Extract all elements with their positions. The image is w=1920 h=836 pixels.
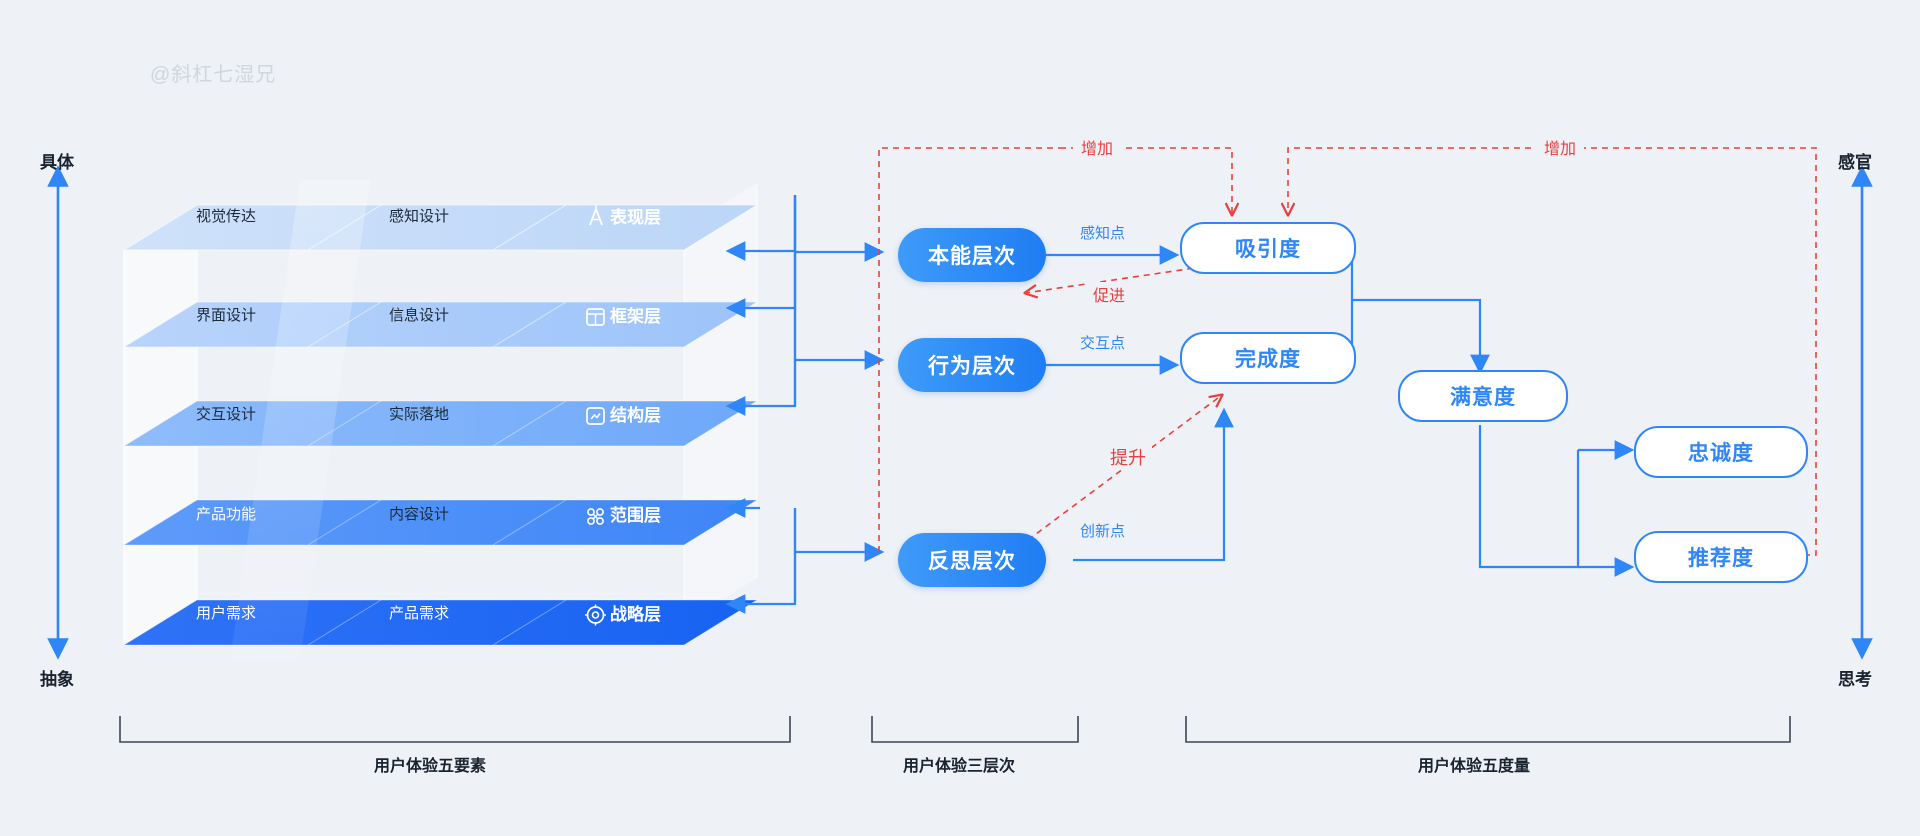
pill-instinct-level[interactable]: 本能层次: [898, 228, 1046, 282]
layer-2-col-2: 信息设计: [389, 307, 450, 324]
axis-label-right-bottom: 思考: [1838, 670, 1872, 689]
annotation-increase-right: 增加: [1536, 135, 1585, 159]
axis-label-left-top: 具体: [40, 153, 74, 172]
annotation-promote: 促进: [1087, 282, 1132, 306]
annotation-improve: 提升: [1104, 444, 1152, 470]
point-label-innovation: 创新点: [1080, 523, 1126, 540]
axis-label-left-bottom: 抽象: [40, 670, 74, 689]
layer-4-col-1: 产品功能: [196, 506, 257, 523]
layer-1-col-2: 感知设计: [389, 208, 450, 225]
layer-5-col-1: 用户需求: [196, 605, 257, 622]
structure-icon: [586, 407, 605, 425]
target-icon: [585, 604, 606, 626]
typography-icon: [589, 205, 603, 226]
annotation-increase-left: 增加: [1073, 135, 1122, 159]
layer-3-col-1: 交互设计: [196, 406, 257, 423]
caption-three-levels: 用户体验三层次: [903, 758, 1016, 775]
layer-2-col-1: 界面设计: [196, 307, 257, 324]
layer-1-col-1: 视觉传达: [196, 208, 257, 225]
layer-4-col-2: 内容设计: [389, 506, 450, 523]
axis-label-right-top: 感官: [1838, 153, 1872, 172]
caption-five-measures: 用户体验五度量: [1418, 758, 1531, 775]
layer-2-name: 框架层: [610, 307, 661, 326]
pill-attractiveness[interactable]: 吸引度: [1180, 222, 1356, 274]
layer-1-name: 表现层: [610, 208, 661, 227]
pill-satisfaction[interactable]: 满意度: [1398, 370, 1568, 422]
pill-reflection-level[interactable]: 反思层次: [898, 533, 1046, 587]
layer-3-name: 结构层: [610, 406, 661, 425]
point-label-perception: 感知点: [1080, 225, 1126, 242]
layer-3-col-2: 实际落地: [389, 406, 450, 423]
caption-five-elements: 用户体验五要素: [374, 758, 487, 775]
layer-5-name: 战略层: [610, 605, 661, 624]
pill-loyalty[interactable]: 忠诚度: [1634, 426, 1808, 478]
wireframe-icon: [586, 308, 605, 326]
pill-recommendation[interactable]: 推荐度: [1634, 531, 1808, 583]
layer-4-name: 范围层: [610, 506, 661, 525]
scope-icon: [587, 508, 604, 525]
pill-behavior-level[interactable]: 行为层次: [898, 338, 1046, 392]
watermark: @斜杠七湿兄: [150, 64, 277, 86]
point-label-interaction: 交互点: [1080, 335, 1126, 352]
layer-5-col-2: 产品需求: [389, 605, 450, 622]
pill-completion[interactable]: 完成度: [1180, 332, 1356, 384]
